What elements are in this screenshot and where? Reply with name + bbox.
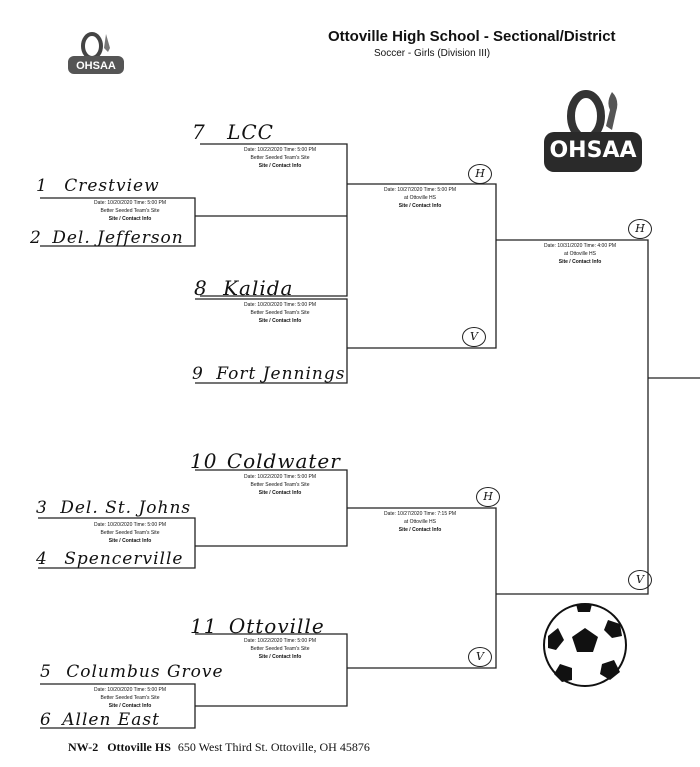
team-seed-10: 10 Coldwater [190, 449, 341, 473]
page-subtitle: Soccer - Girls (Division III) [374, 48, 491, 59]
team-name: Coldwater [226, 449, 341, 473]
seed-number: 1 [36, 176, 48, 196]
game-date: Date: 10/31/2020 Time: 4:00 PM [544, 243, 616, 249]
game-date: Date: 10/27/2020 Time: 5:00 PM [384, 187, 456, 193]
game-info-final: Date: 10/31/2020 Time: 4:00 PM at Ottovi… [520, 242, 640, 266]
team-seed-5: 5 Columbus Grove [40, 662, 224, 682]
game-info-r1c: Date: 10/20/2020 Time: 5:00 PM Better Se… [70, 686, 190, 710]
site-contact-link[interactable]: Site / Contact Info [258, 163, 302, 169]
soccer-ball-icon [542, 602, 628, 688]
game-site: Better Seeded Team's Site [100, 530, 160, 536]
game-site: Better Seeded Team's Site [250, 482, 310, 488]
game-info-semi2: Date: 10/27/2020 Time: 7:15 PM at Ottovi… [360, 510, 480, 534]
site-contact-link[interactable]: Site / Contact Info [258, 654, 302, 660]
seed-number: 9 [192, 364, 204, 384]
game-date: Date: 10/27/2020 Time: 7:15 PM [384, 511, 456, 517]
game-date: Date: 10/22/2020 Time: 5:00 PM [244, 147, 316, 153]
team-seed-7: 7 LCC [192, 120, 274, 144]
game-info-r1b: Date: 10/20/2020 Time: 5:00 PM Better Se… [70, 521, 190, 545]
ohsaa-logo-large: OHSAA [540, 86, 646, 178]
site-contact-link[interactable]: Site / Contact Info [108, 216, 152, 222]
game-date: Date: 10/20/2020 Time: 5:00 PM [94, 200, 166, 206]
team-name: Del. St. Johns [60, 498, 192, 518]
game-site: at Ottoville HS [404, 519, 436, 525]
team-seed-1: 1 Crestview [36, 176, 160, 196]
game-site: at Ottoville HS [564, 251, 596, 257]
team-seed-8: 8 Kalida [194, 276, 293, 300]
ohsaa-logo-icon [68, 32, 124, 74]
game-site: Better Seeded Team's Site [100, 695, 160, 701]
seed-number: 7 [192, 120, 206, 144]
seed-number: 5 [40, 662, 52, 682]
game-info-semi1: Date: 10/27/2020 Time: 5:00 PM at Ottovi… [360, 186, 480, 210]
footer-code: NW-2 [68, 740, 99, 754]
footer-street: 650 West Third St. Ottoville, OH 45876 [177, 740, 370, 754]
game-date: Date: 10/22/2020 Time: 5:00 PM [244, 638, 316, 644]
team-seed-4: 4 Spencerville [36, 549, 183, 569]
game-date: Date: 10/20/2020 Time: 5:00 PM [94, 687, 166, 693]
game-site: Better Seeded Team's Site [250, 310, 310, 316]
team-name: Spencerville [64, 549, 184, 569]
visitor-mark: V [468, 647, 492, 667]
team-name: Columbus Grove [66, 662, 224, 682]
ohsaa-logo-large-text: OHSAA [549, 138, 637, 163]
ohsaa-logo-small: OHSAA [66, 30, 126, 76]
game-date: Date: 10/20/2020 Time: 5:00 PM [244, 302, 316, 308]
seed-number: 8 [194, 276, 208, 300]
game-info-r2-coldwater: Date: 10/22/2020 Time: 5:00 PM Better Se… [220, 473, 340, 497]
site-contact-link[interactable]: Site / Contact Info [258, 490, 302, 496]
home-mark: H [628, 219, 652, 239]
team-seed-9: 9 Fort Jennings [192, 364, 345, 384]
game-info-r2-ottoville: Date: 10/22/2020 Time: 5:00 PM Better Se… [220, 637, 340, 661]
site-contact-link[interactable]: Site / Contact Info [258, 318, 302, 324]
team-seed-6: 6 Allen East [40, 710, 160, 730]
seed-number: 3 [36, 498, 48, 518]
site-contact-link[interactable]: Site / Contact Info [108, 703, 152, 709]
seed-number: 2 [30, 228, 42, 248]
game-info-r2-lcc: Date: 10/22/2020 Time: 5:00 PM Better Se… [220, 146, 340, 170]
home-mark: H [476, 487, 500, 507]
ohsaa-logo-small-text: OHSAA [76, 60, 116, 72]
visitor-mark: V [462, 327, 486, 347]
team-name: Del. Jefferson [52, 228, 184, 248]
game-site: Better Seeded Team's Site [250, 155, 310, 161]
team-name: Crestview [64, 176, 160, 196]
home-mark: H [468, 164, 492, 184]
page-title: Ottoville High School - Sectional/Distri… [328, 28, 616, 45]
footer-address: NW-2 Ottoville HS 650 West Third St. Ott… [68, 740, 370, 755]
site-contact-link[interactable]: Site / Contact Info [398, 527, 442, 533]
game-date: Date: 10/22/2020 Time: 5:00 PM [244, 474, 316, 480]
seed-number: 11 [190, 614, 218, 638]
seed-number: 4 [36, 549, 48, 569]
game-site: Better Seeded Team's Site [250, 646, 310, 652]
game-info-r2-kalida: Date: 10/20/2020 Time: 5:00 PM Better Se… [220, 301, 340, 325]
team-name: LCC [227, 120, 274, 144]
game-site: at Ottoville HS [404, 195, 436, 201]
site-contact-link[interactable]: Site / Contact Info [558, 259, 602, 265]
site-contact-link[interactable]: Site / Contact Info [108, 538, 152, 544]
team-seed-3: 3 Del. St. Johns [36, 498, 191, 518]
game-date: Date: 10/20/2020 Time: 5:00 PM [94, 522, 166, 528]
visitor-mark: V [628, 570, 652, 590]
team-name: Kalida [223, 276, 294, 300]
footer-school: Ottoville HS [107, 740, 171, 754]
team-seed-11: 11 Ottoville [190, 614, 325, 638]
team-name: Ottoville [228, 614, 325, 638]
team-seed-2: 2 Del. Jefferson [30, 228, 184, 248]
team-name: Allen East [62, 710, 160, 730]
site-contact-link[interactable]: Site / Contact Info [398, 203, 442, 209]
game-info-r1a: Date: 10/20/2020 Time: 5:00 PM Better Se… [70, 199, 190, 223]
seed-number: 10 [190, 449, 218, 473]
ohsaa-torch-icon [544, 90, 642, 172]
seed-number: 6 [40, 710, 52, 730]
team-name: Fort Jennings [216, 364, 346, 384]
game-site: Better Seeded Team's Site [100, 208, 160, 214]
